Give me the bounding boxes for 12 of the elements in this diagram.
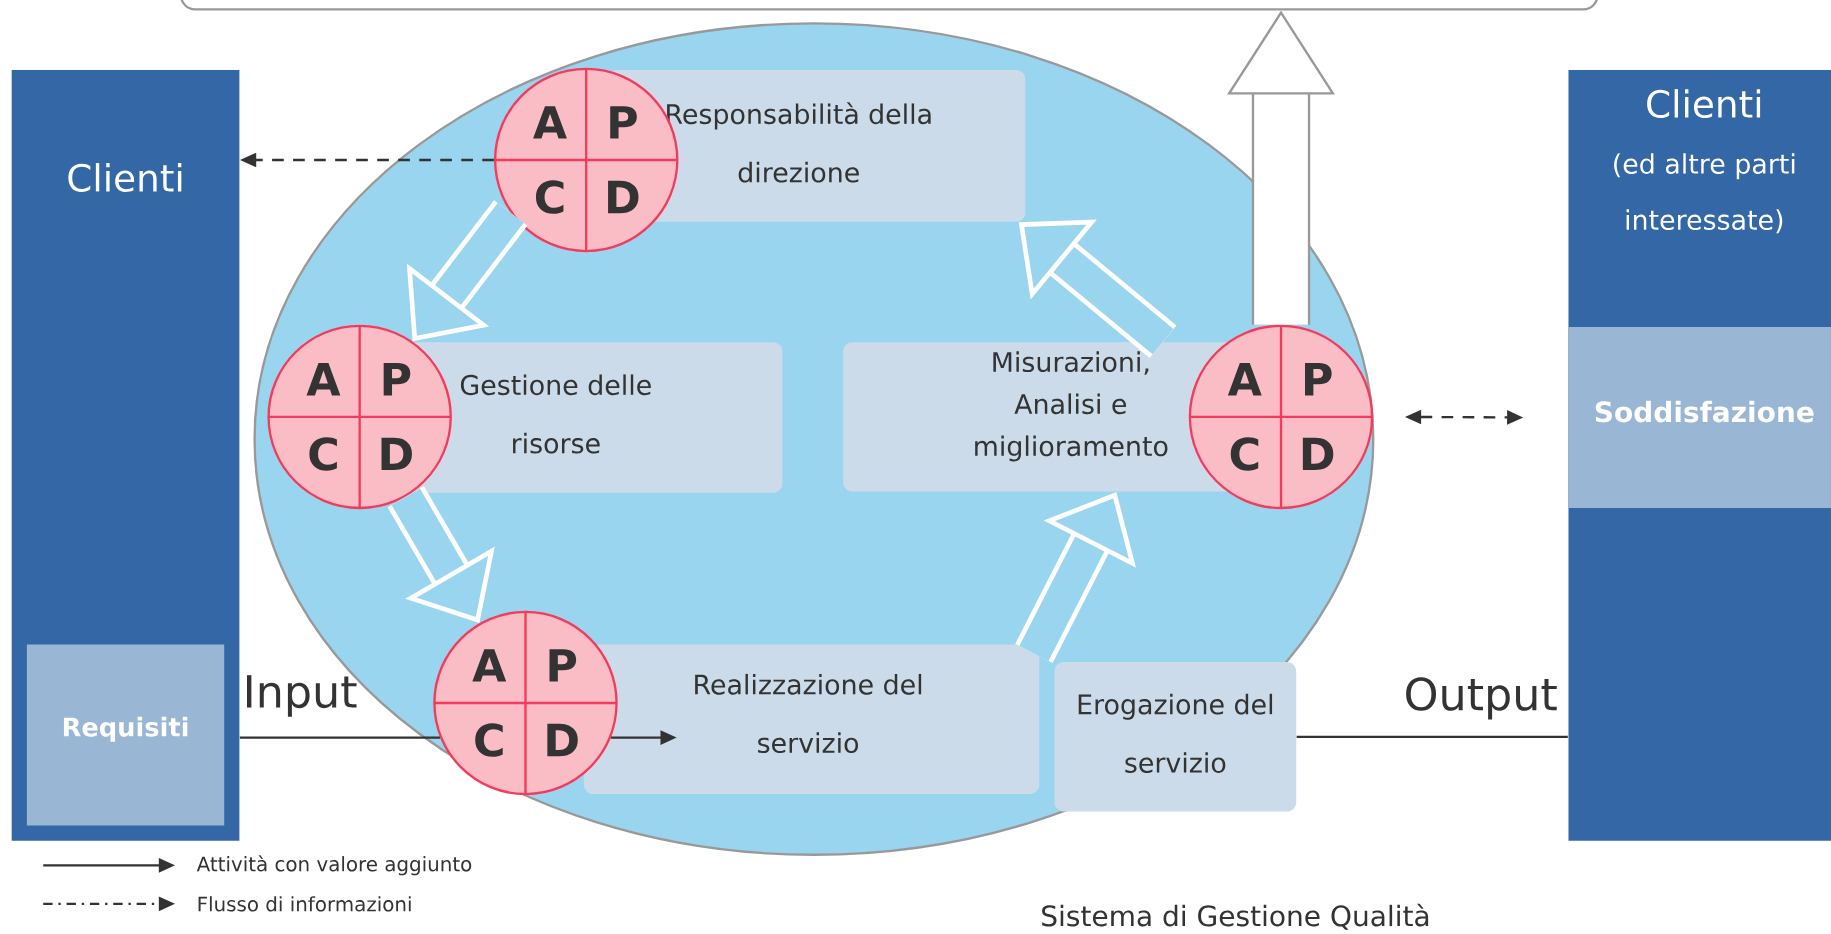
requirements-box: Requisiti: [26, 644, 225, 826]
block-arrow: [387, 486, 495, 623]
legend-text: Flusso di informazioni: [198, 896, 411, 912]
edge-label: Output: [1406, 677, 1557, 720]
connector-line: [239, 736, 440, 739]
legend-text: Attività con valore aggiunto: [196, 855, 472, 876]
output-box: [179, 0, 1599, 11]
system-label: Sistema di Gestione Qualità: [1042, 903, 1429, 930]
satisfaction-box: Soddisfazione: [1568, 326, 1831, 508]
process-box: Realizzazione del servizio: [583, 644, 1040, 794]
connector-line: [1296, 735, 1568, 738]
edge-label: Input: [247, 675, 357, 717]
